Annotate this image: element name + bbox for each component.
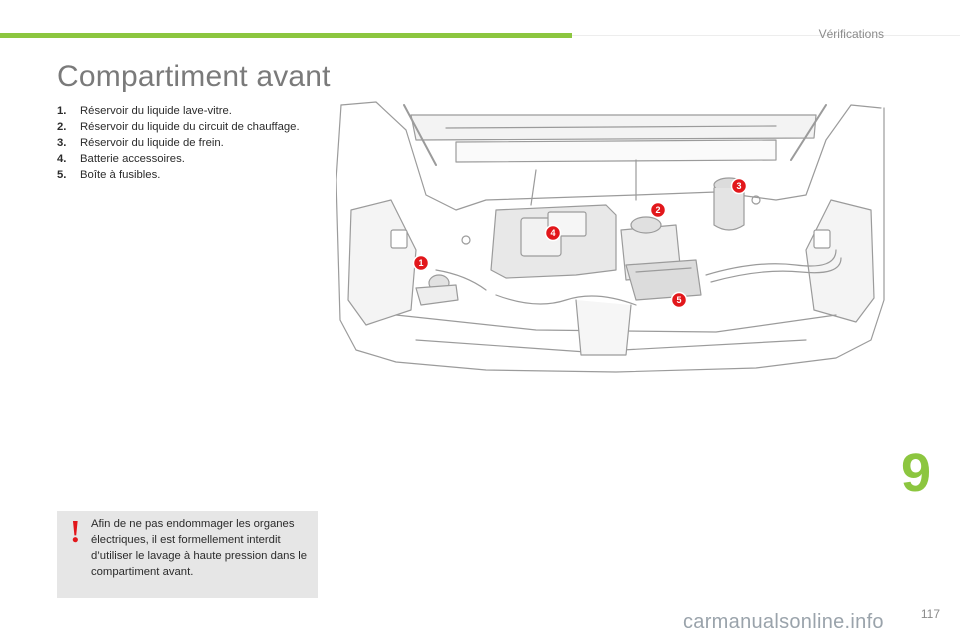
marker-2: 2 (655, 205, 660, 215)
warning-text: Afin de ne pas endommager les organes él… (91, 518, 308, 578)
legend-item: 4. Batterie accessoires. (57, 151, 302, 167)
marker-5: 5 (676, 295, 681, 305)
header-accent-bar (0, 33, 572, 38)
component-legend: 1. Réservoir du liquide lave-vitre. 2. Rés… (57, 103, 302, 183)
warning-notice: ! Afin de ne pas endommager les organes … (57, 511, 318, 598)
watermark: carmanualsonline.info (683, 611, 884, 633)
legend-number: 5. (57, 169, 67, 181)
page-number: 117 (920, 607, 940, 621)
page-title: Compartiment avant (57, 60, 331, 93)
legend-item: 3. Réservoir du liquide de frein. (57, 135, 302, 151)
header-rule (572, 35, 960, 36)
legend-item: 1. Réservoir du liquide lave-vitre. (57, 103, 302, 119)
legend-number: 2. (57, 121, 67, 133)
marker-4: 4 (550, 228, 555, 238)
legend-text: Batterie accessoires. (80, 153, 185, 165)
legend-number: 1. (57, 105, 67, 117)
chapter-number: 9 (901, 443, 932, 503)
legend-text: Réservoir du liquide lave-vitre. (80, 105, 232, 117)
legend-number: 3. (57, 137, 67, 149)
legend-text: Réservoir du liquide du circuit de chauf… (80, 121, 300, 133)
warning-icon: ! (70, 513, 81, 549)
marker-3: 3 (736, 181, 741, 191)
legend-item: 2. Réservoir du liquide du circuit de cha… (57, 119, 302, 135)
section-name: Vérifications (818, 27, 884, 41)
legend-text: Boîte à fusibles. (80, 169, 161, 181)
legend-number: 4. (57, 153, 67, 165)
engine-compartment-illustration: 1 2 3 4 5 (336, 101, 885, 373)
legend-text: Réservoir du liquide de frein. (80, 137, 224, 149)
legend-item: 5. Boîte à fusibles. (57, 167, 302, 183)
diagram-markers (412, 177, 748, 309)
marker-1: 1 (418, 258, 423, 268)
